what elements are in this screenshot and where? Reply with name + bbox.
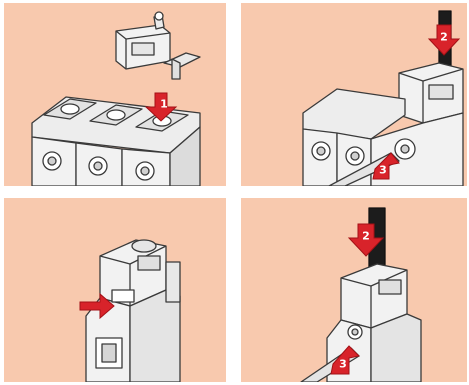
push-down-arrow-icon: 2: [429, 25, 459, 55]
step-number: 2: [362, 230, 370, 243]
panel-2-illustration: 2 3: [241, 3, 467, 186]
step-number: 1: [160, 98, 168, 111]
step-panel-2: 2 3: [241, 3, 467, 186]
step-number: 3: [339, 358, 347, 371]
panel-3-illustration: [4, 198, 226, 382]
step-number: 3: [379, 164, 387, 177]
step-number: 2: [440, 31, 448, 44]
panel-1-illustration: 1: [4, 3, 226, 186]
step-panel-1: 1: [4, 3, 226, 186]
step-panel-4: 2 3: [241, 198, 467, 382]
panel-4-illustration: 2 3: [241, 198, 467, 382]
step-panel-3: [4, 198, 226, 382]
